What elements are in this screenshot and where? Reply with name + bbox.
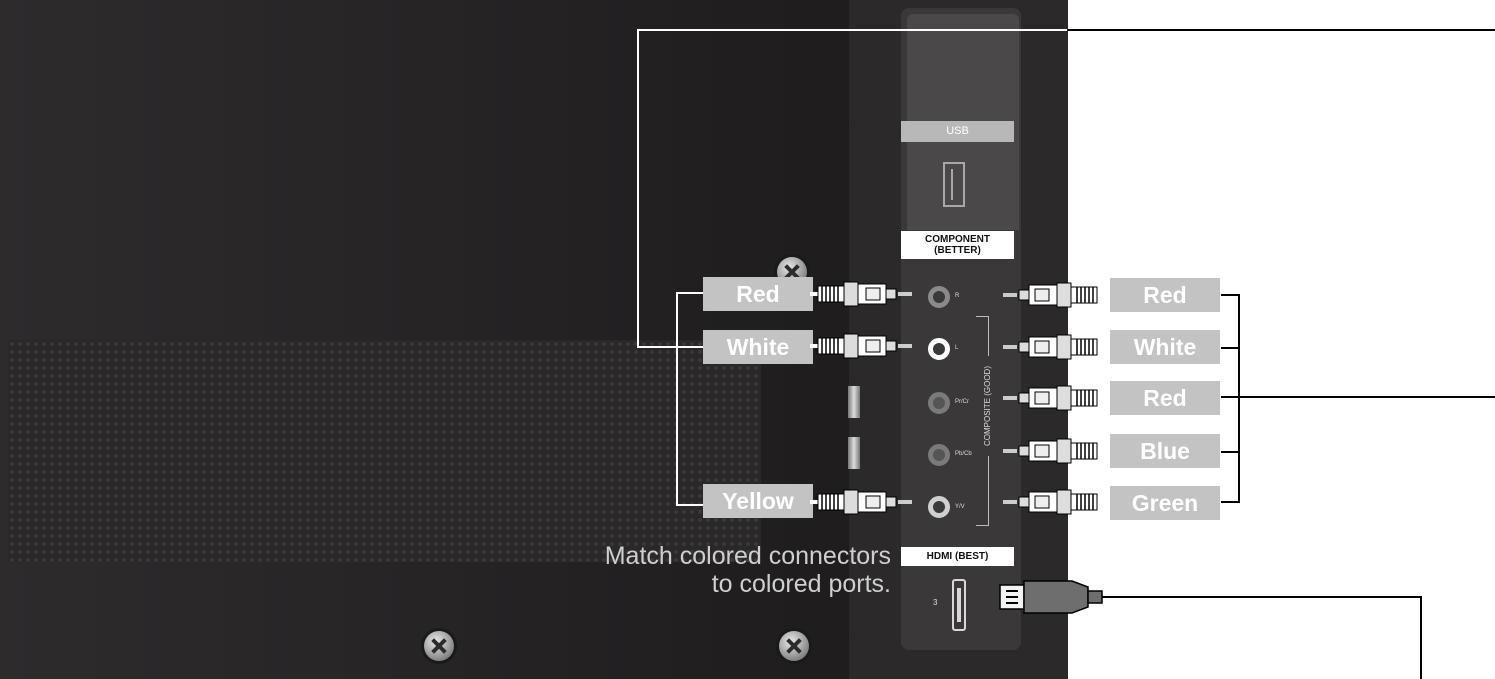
rca-plug-left-yellow <box>810 489 912 515</box>
jack-r-label: R <box>955 293 960 299</box>
white-bracket-bottom <box>676 504 703 506</box>
white-line-to-white-label <box>637 346 703 348</box>
jack-pr-label: Pr/Cr <box>955 399 969 405</box>
white-line-left-vertical <box>637 29 639 347</box>
jack-pb-label: Pb/Cb <box>955 451 972 457</box>
black-line-middle <box>1221 396 1495 398</box>
black-line-top <box>1068 29 1495 31</box>
hdmi-port-icon <box>952 579 966 631</box>
right-label-blue: Blue <box>1110 434 1220 468</box>
jack-pb <box>928 444 950 466</box>
unused-connector-stub-1 <box>848 386 860 418</box>
screw-bottom-left <box>424 631 454 661</box>
composite-bracket-top <box>976 316 988 317</box>
white-bracket-top <box>676 292 703 294</box>
caption: Match colored connectors to colored port… <box>605 542 891 598</box>
black-tick-green <box>1221 501 1239 503</box>
rca-plug-left-red <box>810 281 912 307</box>
right-label-white: White <box>1110 330 1220 364</box>
caption-text: Match colored connectors to colored port… <box>604 542 891 598</box>
left-label-yellow: Yellow <box>703 484 813 518</box>
composite-label: COMPOSITE (GOOD) <box>982 356 994 456</box>
jack-r <box>928 286 950 308</box>
right-label-red: Red <box>1110 278 1220 312</box>
black-tick-white <box>1221 347 1239 349</box>
screw-bottom-right <box>779 631 809 661</box>
black-line-hdmi-horizontal <box>1100 596 1422 598</box>
jack-pr <box>928 392 950 414</box>
speaker-grille <box>8 340 761 562</box>
component-label: COMPONENT (BETTER) <box>901 231 1014 259</box>
black-tick-blue <box>1221 451 1239 453</box>
rca-plug-right-white <box>1003 334 1105 360</box>
usb-port-icon <box>943 162 965 207</box>
black-tick-red <box>1221 294 1239 296</box>
rca-plug-right-pb <box>1003 438 1105 464</box>
rca-plug-right-pr <box>1003 385 1105 411</box>
hdmi-label: HDMI (BEST) <box>901 547 1014 566</box>
black-line-hdmi-vertical <box>1420 596 1422 679</box>
white-bracket-vertical <box>676 292 678 505</box>
right-label-green: Green <box>1110 486 1220 520</box>
rca-plug-right-y <box>1003 489 1105 515</box>
jack-y-label: Y/V <box>955 504 965 510</box>
rca-plug-right-red <box>1003 282 1105 308</box>
left-label-white: White <box>703 330 813 364</box>
usb-label: USB <box>901 121 1014 142</box>
composite-bracket-bottom <box>976 525 988 526</box>
hdmi-port-number: 3 <box>933 598 938 607</box>
left-label-red: Red <box>703 277 813 311</box>
jack-l-label: L <box>955 345 959 351</box>
unused-connector-stub-2 <box>848 437 860 469</box>
jack-y <box>928 496 950 518</box>
white-line-top <box>637 29 1067 31</box>
black-bracket-vertical <box>1238 294 1240 503</box>
right-label-red-pr: Red <box>1110 381 1220 415</box>
rca-plug-left-white <box>810 333 912 359</box>
jack-l <box>928 338 950 360</box>
hdmi-plug-icon <box>999 580 1103 614</box>
